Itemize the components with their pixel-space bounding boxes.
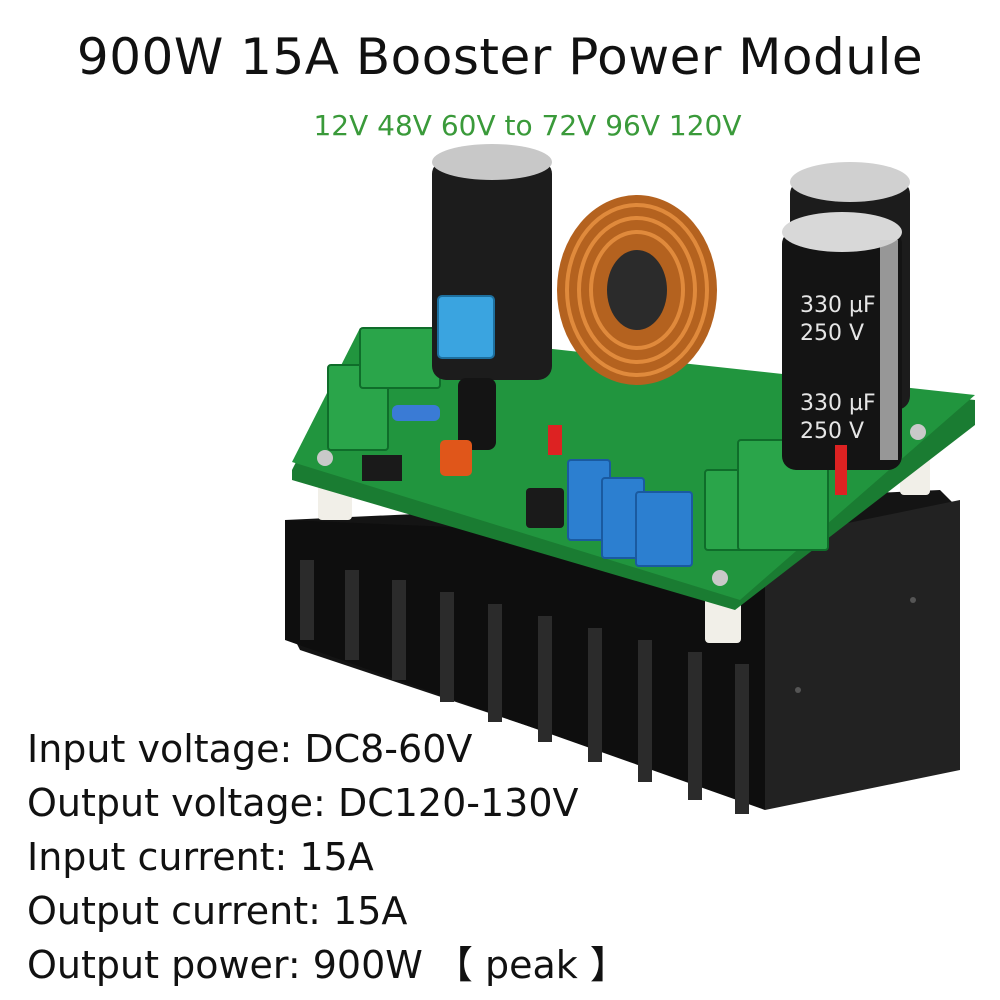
svg-text:330 µF: 330 µF: [800, 293, 876, 318]
svg-text:250 V: 250 V: [800, 419, 864, 444]
capacitor-330uf-front: 330 µF 250 V 330 µF 250 V: [782, 212, 902, 470]
spec-input-voltage: Input voltage: DC8-60V: [27, 727, 473, 771]
fuse: [437, 295, 495, 359]
spec-output-power: Output power: 900W 【 peak 】: [27, 943, 628, 987]
heatsink: [285, 490, 960, 814]
potentiometers: [567, 459, 693, 567]
small-components: [362, 378, 847, 528]
page-title: 900W 15A Booster Power Module: [76, 28, 924, 86]
svg-text:250 V: 250 V: [800, 321, 864, 346]
voltage-options-subtitle: 12V 48V 60V to 72V 96V 120V: [313, 109, 742, 142]
specifications-list: Input voltage: DC8-60V Output voltage: D…: [27, 722, 628, 992]
product-photo: 330 µF 250 V 330 µF 250 V: [285, 144, 975, 814]
inductor-coil: [557, 195, 717, 385]
svg-text:330 µF: 330 µF: [800, 391, 876, 416]
spec-output-voltage: Output voltage: DC120-130V: [27, 781, 579, 825]
spec-output-current: Output current: 15A: [27, 889, 408, 933]
spec-input-current: Input current: 15A: [27, 835, 374, 879]
